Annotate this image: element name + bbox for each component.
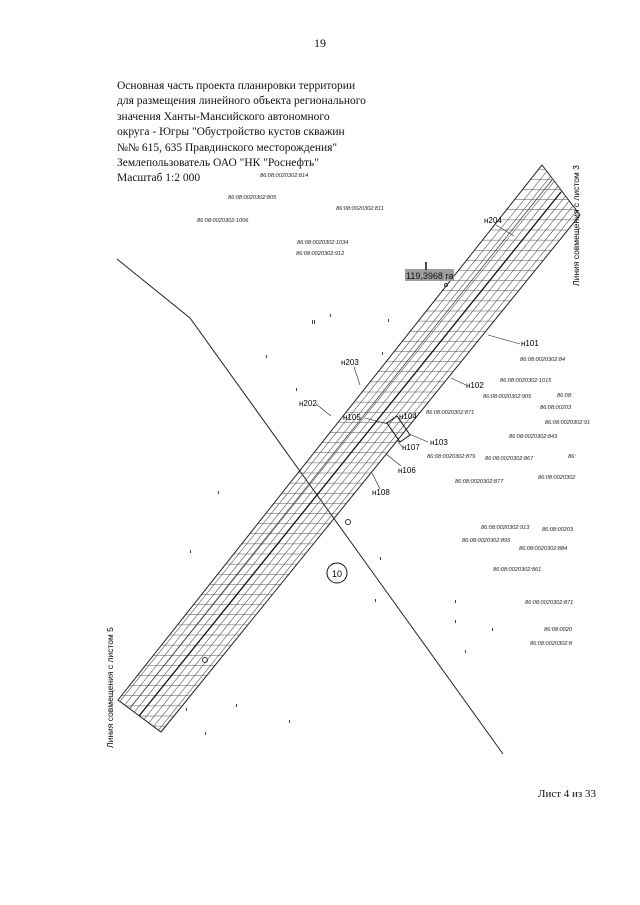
- point-label-n102: н102: [466, 381, 484, 390]
- road-line: [116, 258, 504, 755]
- cadastral-label: 86:08:0020302:884: [519, 546, 567, 552]
- point-label-n103: н103: [430, 438, 448, 447]
- cadastral-label: 86:08:0020: [544, 627, 573, 633]
- cadastral-label: 86:08:0020302:913: [481, 525, 530, 531]
- cadastral-label: 86:08:0020302:805: [228, 195, 277, 201]
- header-line: округа - Югры "Обустройство кустов скваж…: [117, 126, 345, 139]
- point-label-n104: н104: [399, 412, 417, 421]
- site-plot: [386, 415, 411, 443]
- sheet-number: Лист 4 из 33: [538, 788, 597, 800]
- cadastral-label: 86:08:0020302:8: [530, 641, 573, 647]
- cadastral-label: 86:08:0020302:861: [493, 567, 541, 573]
- point-label-n101: н101: [521, 339, 539, 348]
- cadastral-label: 86:08:0020302:871: [525, 600, 573, 606]
- point-label-n204: н204: [484, 216, 502, 225]
- cadastral-label: 86:08:0020302:912: [296, 251, 345, 257]
- page-number: 19: [314, 36, 326, 50]
- survey-marker-circle: [326, 562, 348, 584]
- cadastral-label: 86:08:0020302:814: [260, 173, 308, 179]
- point-label-n203: н203: [341, 358, 359, 367]
- cadastral-label: 86:08:0020302:867: [485, 456, 534, 462]
- cadastral-label: 86:08:0020302:843: [509, 434, 558, 440]
- corridor-outline: [117, 164, 581, 733]
- cadastral-label: 86:08:00203: [540, 405, 572, 411]
- area-label: 119,3968 га: [406, 271, 453, 281]
- header-line: Землепользователь ОАО "НК "Роснефть": [117, 157, 319, 170]
- point-label-n107: н107: [402, 443, 420, 452]
- survey-marks: [186, 314, 493, 735]
- cadastral-label: 86:08:0020302:879: [427, 454, 475, 460]
- cadastral-label: 86:08:0020302:1015: [500, 378, 552, 384]
- header-line: №№ 615, 635 Правдинского месторождения": [117, 141, 338, 154]
- header-line: Основная часть проекта планировки террит…: [117, 80, 356, 92]
- cadastral-label: 86:08:0020302:905: [483, 394, 532, 400]
- cadastral-label: 86:08:0020302:91: [545, 420, 590, 426]
- cadastral-label: 86:: [568, 454, 576, 460]
- survey-marker-number: 10: [332, 569, 342, 579]
- header-line: значения Ханты-Мансийского автономного: [117, 110, 330, 123]
- header-line: для размещения линейного объекта региона…: [117, 95, 366, 108]
- cadastral-label: 86:08:0020302:1006: [197, 218, 249, 224]
- cadastral-label: 86:08:0020302: [538, 475, 576, 481]
- cadastral-label: 86:08:0020302:84: [520, 357, 565, 363]
- point-label-n106: н106: [398, 466, 416, 475]
- map-point-circle: [444, 283, 448, 287]
- point-label-n108: н108: [372, 488, 390, 497]
- cadastral-label: 86:08:0020302:1034: [297, 240, 348, 246]
- area-label-box: [405, 269, 454, 281]
- cadastral-label: 86:08:0020302:895: [462, 538, 511, 544]
- match-line-left: Линия совмещения с листом 5: [105, 627, 115, 748]
- map-point-circle: [345, 519, 351, 525]
- cadastral-label: 86:08:00203: [542, 527, 574, 533]
- scale-line: Масштаб 1:2 000: [117, 172, 201, 185]
- corridor-axis-line: [138, 191, 562, 717]
- document-header: Основная часть проекта планировки террит…: [117, 79, 447, 187]
- cadastral-label: 86:08:0020302:871: [426, 410, 474, 416]
- point-label-n202: н202: [299, 399, 317, 408]
- cadastral-label: 86:08:: [557, 393, 573, 399]
- point-label-n105: н105: [343, 413, 361, 422]
- corridor-inner-line: [129, 179, 553, 709]
- cadastral-label: 86:08:0020302:877: [455, 479, 504, 485]
- cadastral-label: 86:08:0020302:811: [336, 206, 384, 212]
- match-line-right: Линия совмещения с листом 3: [571, 165, 581, 286]
- point-leaders: [315, 224, 521, 490]
- map-point-circle: [202, 657, 208, 663]
